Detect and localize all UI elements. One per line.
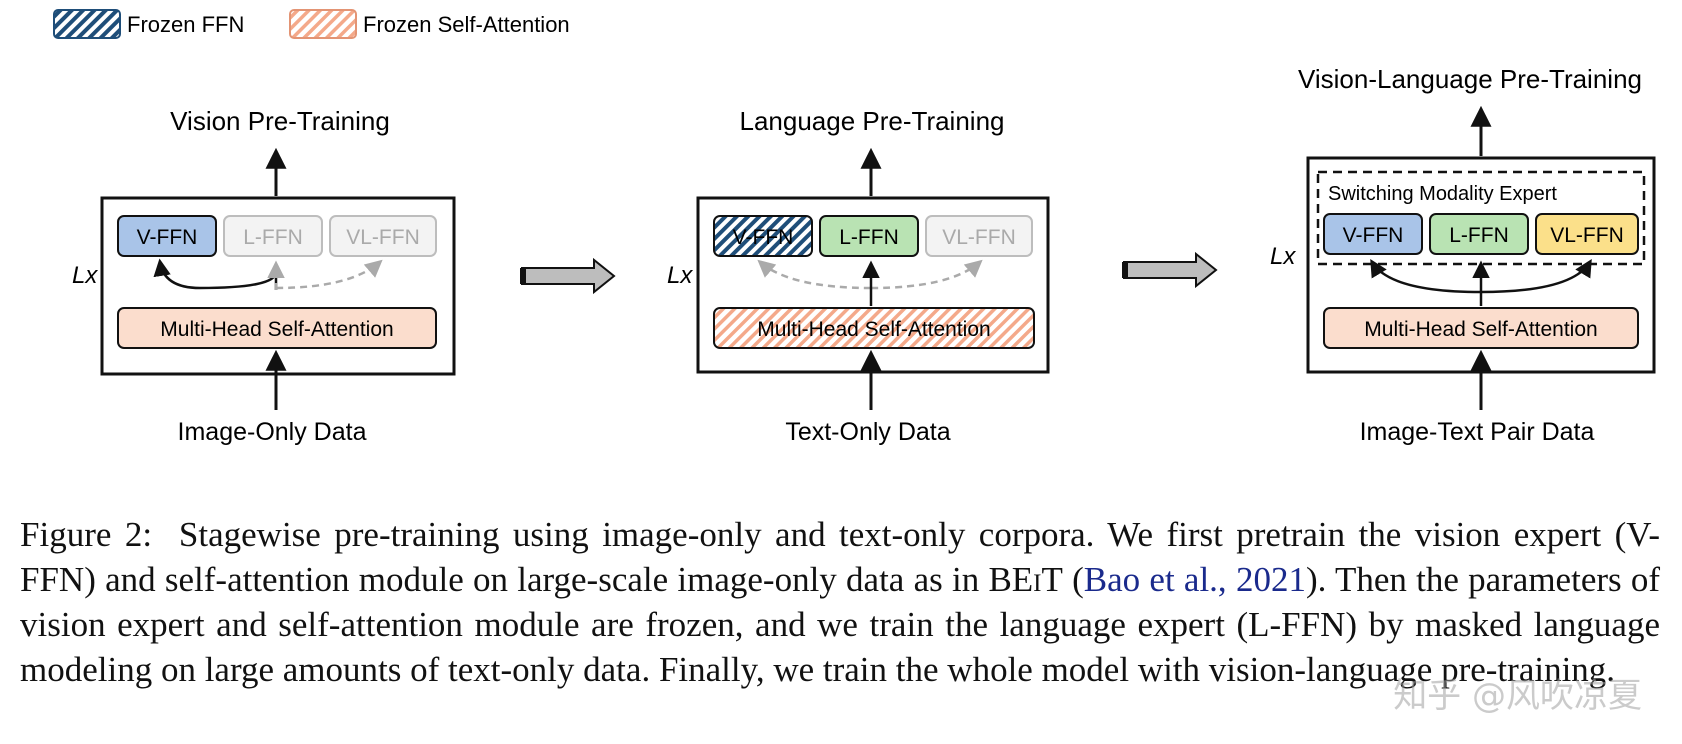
caption-beit: BEiT (988, 560, 1063, 599)
stage-vision-language-pretraining: Vision-Language Pre-Training Lx Switchin… (1270, 64, 1656, 446)
attention-label: Multi-Head Self-Attention (160, 318, 393, 341)
attention-label: Multi-Head Self-Attention (757, 318, 990, 341)
attention-box (1323, 307, 1639, 349)
stage-title: Vision-Language Pre-Training (1298, 64, 1642, 94)
legend-frozen-attention-label: Frozen Self-Attention (363, 12, 570, 37)
attention-box-frozen (713, 307, 1035, 349)
stage-vision-pretraining: Vision Pre-Training Lx V-FFN L-FFN VL-FF… (72, 106, 456, 446)
caption-label: Figure 2: (20, 515, 153, 554)
l-ffn-box (223, 215, 323, 257)
stage-arrow-1 (521, 257, 616, 295)
l-ffn-box (1429, 213, 1529, 255)
vl-ffn-label: VL-FFN (942, 226, 1016, 249)
repeat-label: Lx (72, 262, 98, 289)
stage-title: Language Pre-Training (740, 106, 1005, 136)
switching-expert-label: Switching Modality Expert (1328, 183, 1557, 205)
v-ffn-box (117, 215, 217, 257)
stage-input: Text-Only Data (785, 418, 950, 446)
v-ffn-label: V-FFN (733, 226, 794, 249)
v-ffn-label: V-FFN (1343, 224, 1404, 247)
stage-input: Image-Only Data (178, 418, 367, 446)
l-ffn-label: L-FFN (1449, 224, 1509, 247)
vl-ffn-box (329, 215, 437, 257)
stage-input: Image-Text Pair Data (1360, 418, 1595, 446)
stage-title: Vision Pre-Training (170, 106, 390, 136)
caption-text-part-1: Stagewise pre-training using image-only … (20, 515, 1660, 599)
l-ffn-label: L-FFN (839, 226, 899, 249)
vl-ffn-label: VL-FFN (346, 226, 420, 249)
caption-text-part-2: ). Then the parameters of vision expert … (20, 560, 1661, 689)
legend: Frozen FFN Frozen Self-Attention (53, 9, 570, 39)
v-ffn-label: V-FFN (137, 226, 198, 249)
vl-ffn-label: VL-FFN (1550, 224, 1624, 247)
v-ffn-box (1323, 213, 1423, 255)
figure-caption: Figure 2: Stagewise pre-training using i… (20, 512, 1660, 692)
vl-ffn-box (1535, 213, 1639, 255)
stage-language-pretraining: Language Pre-Training Lx V-FFN L-FFN VL-… (667, 106, 1050, 446)
l-ffn-box (819, 215, 919, 257)
frozen-ffn-swatch (53, 9, 121, 39)
watermark: 知乎 @风吹凉夏 (1393, 676, 1642, 716)
v-ffn-box-frozen (713, 215, 813, 257)
attention-box (117, 307, 437, 349)
vl-ffn-box (925, 215, 1033, 257)
frozen-attention-swatch (289, 9, 357, 39)
l-ffn-label: L-FFN (243, 226, 303, 249)
legend-frozen-ffn-label: Frozen FFN (127, 12, 244, 37)
pretraining-diagram: Frozen FFN Frozen Self-Attention Vision … (53, 9, 1656, 446)
stage-arrow-2 (1123, 251, 1218, 289)
repeat-label: Lx (667, 262, 693, 289)
citation-link-authors[interactable]: Bao et al., (1083, 560, 1227, 599)
citation-link-year[interactable]: 2021 (1235, 560, 1306, 599)
repeat-label: Lx (1270, 243, 1296, 270)
attention-label: Multi-Head Self-Attention (1364, 318, 1597, 341)
caption-paren-open: ( (1062, 560, 1084, 599)
